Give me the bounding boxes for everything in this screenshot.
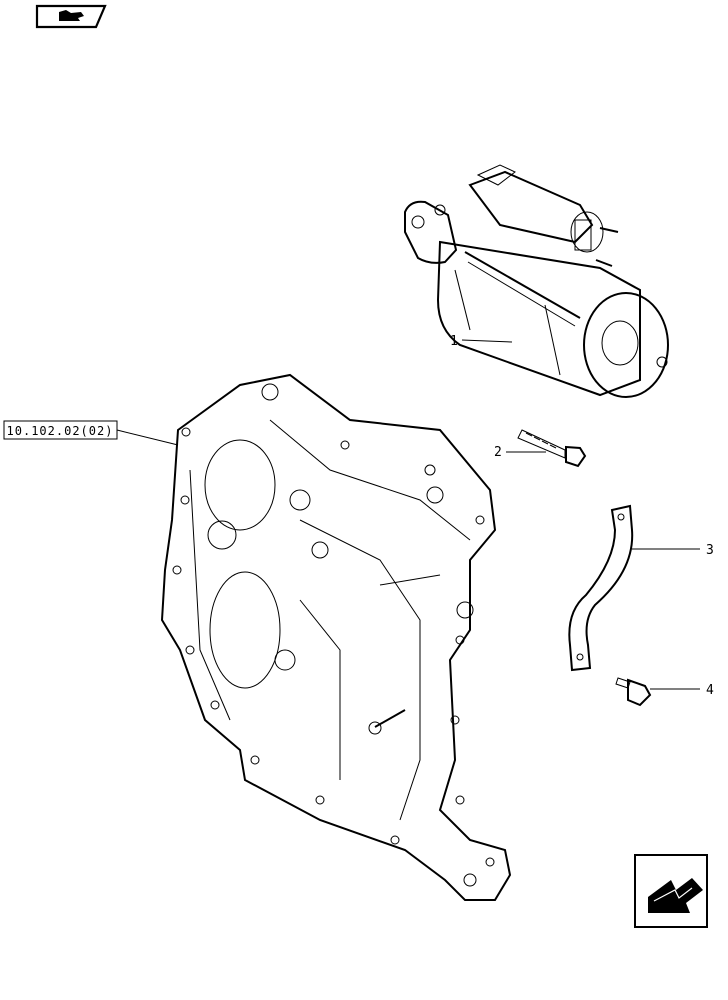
- book-hand-icon[interactable]: [35, 4, 107, 29]
- callout-2-number: 2: [494, 445, 502, 460]
- bolt: [517, 429, 587, 468]
- gear-housing: [160, 373, 512, 901]
- callout-1-leader: [461, 339, 513, 343]
- reference-leader-line: [116, 429, 179, 446]
- return-arrow-icon[interactable]: [634, 854, 708, 928]
- strap: [568, 504, 634, 672]
- callout-4-number: 4: [706, 683, 714, 698]
- screw: [615, 677, 652, 707]
- reference-label[interactable]: 10.102.02(02): [3, 420, 118, 440]
- callout-1-number: 1: [450, 334, 458, 349]
- starter-motor: [404, 164, 669, 398]
- svg-text:10.102.02(02): 10.102.02(02): [7, 424, 114, 438]
- callout-3-number: 3: [706, 543, 714, 558]
